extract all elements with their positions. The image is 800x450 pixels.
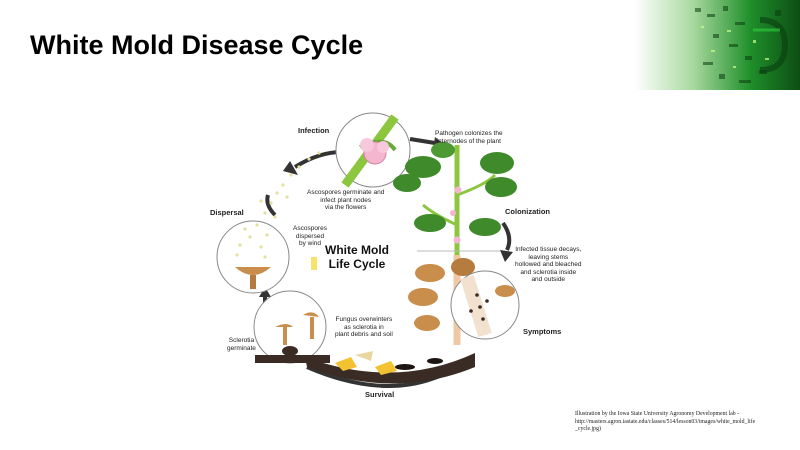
center-title: White Mold Life Cycle: [325, 243, 389, 271]
note-survival-line: as sclerotia in: [344, 323, 384, 331]
stage-label-colonization: Colonization: [505, 207, 550, 216]
note-symptoms: Infected tissue decays, leaving stems ho…: [515, 246, 582, 284]
symptoms-circle: [450, 270, 520, 340]
arrow-to-infection-head: [283, 161, 298, 175]
infection-circle: [335, 112, 411, 188]
stage-label-survival: Survival: [365, 390, 395, 399]
stage-label-symptoms: Symptoms: [523, 327, 562, 336]
credit-line: _cycle.jpg): [575, 426, 601, 432]
note-colonization-line: internodes of the plant: [436, 137, 501, 145]
survival-circle: [253, 290, 330, 364]
slide-title: White Mold Disease Cycle: [30, 30, 364, 60]
marker-rect: [311, 257, 317, 270]
credit-line: Illustration by the Iowa State Universit…: [575, 411, 740, 417]
note-colonization: Pathogen colonizes the internodes of the…: [435, 130, 503, 145]
soil-debris: [305, 351, 475, 384]
image-credit: Illustration by the Iowa State Universit…: [575, 411, 795, 434]
note-infection: Ascospores germinate and infect plant no…: [307, 189, 384, 212]
note-survival-line: Fungus overwinters: [335, 316, 393, 323]
note-symptoms-line: and sclerotia inside: [520, 268, 577, 276]
note-symptoms-line: and outside: [531, 276, 566, 283]
note-dispersal-line: by wind: [298, 240, 321, 247]
center-title-line1: White Mold: [325, 243, 389, 257]
dispersal-circle: [216, 220, 290, 294]
note-infection-line: via the flowers: [324, 204, 367, 211]
note-colonization-line: Pathogen colonizes the: [435, 130, 503, 137]
stage-label-infection: Infection: [298, 126, 330, 135]
note-survival: Fungus overwinters as sclerotia in plant…: [335, 316, 393, 339]
corner-decoration-image: [635, 0, 800, 90]
note-symptoms-line: leaving stems: [528, 253, 569, 261]
note-infection-line: Ascospores germinate and: [307, 189, 385, 196]
spore-trail: [259, 151, 321, 219]
arrow-to-symptoms-head: [500, 250, 513, 262]
note-survival-line: plant debris and soil: [335, 331, 393, 338]
credit-line: http://masters.agron.iastate.edu/classes…: [575, 418, 756, 425]
note-germination-line: Sclerotia: [228, 337, 255, 344]
note-symptoms-line: Infected tissue decays,: [515, 246, 582, 253]
note-infection-line: infect plant nodes: [320, 196, 372, 204]
note-dispersal-line: Ascospores: [293, 225, 327, 232]
note-germination: Sclerotia germinate: [227, 337, 256, 352]
note-dispersal: Ascospores dispersed by wind: [293, 225, 327, 248]
note-germination-line: germinate: [227, 344, 256, 352]
arrow-to-dispersal-head: [259, 287, 271, 297]
center-title-line2: Life Cycle: [328, 257, 386, 271]
note-symptoms-line: hollowed and bleached: [515, 261, 582, 268]
bean-plant: [393, 142, 517, 265]
life-cycle-diagram: White Mold Life Cycle Infection Coloniza…: [195, 105, 610, 405]
note-dispersal-line: dispersed: [295, 232, 325, 240]
stage-label-dispersal: Dispersal: [210, 208, 244, 217]
